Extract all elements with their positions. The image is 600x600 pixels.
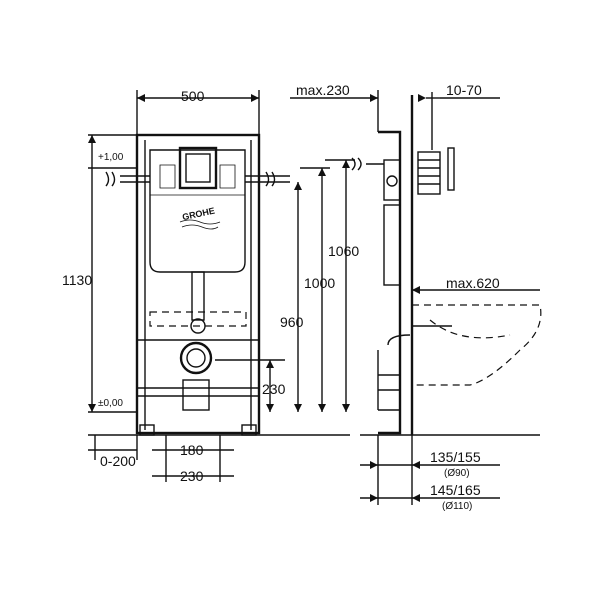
arrow-960	[294, 182, 302, 190]
cistern-mounts	[159, 164, 236, 189]
arrow-500-r	[251, 94, 259, 102]
arrow-max230	[370, 94, 378, 102]
label-230-bottom: 230	[180, 468, 204, 484]
side-valve	[386, 175, 398, 187]
logo-wave	[179, 219, 221, 225]
arrow-230	[266, 360, 274, 368]
label-1130: 1130	[62, 272, 92, 288]
flush-pipe	[191, 271, 205, 321]
wc-pan-inner	[429, 319, 511, 339]
side-waste-joints	[378, 374, 400, 391]
arrow-max620	[412, 286, 420, 294]
arrow-135	[370, 461, 378, 469]
frame-outline	[135, 133, 261, 435]
side-supply	[351, 157, 384, 171]
arrow-1000	[318, 168, 326, 176]
waste-outlet	[179, 341, 213, 375]
wc-pan-outline	[412, 304, 542, 386]
label-230: 230	[262, 381, 286, 397]
label-135-155: 135/155	[430, 449, 481, 465]
side-waste-pipe	[377, 350, 401, 411]
label-dia90: (Ø90)	[444, 468, 470, 479]
label-180: 180	[180, 442, 204, 458]
label-zero: ±0,00	[98, 398, 123, 409]
arrow-1130-bottom	[88, 404, 96, 412]
arrow-960-b	[294, 404, 302, 412]
arrow-1000-b	[318, 404, 326, 412]
supply-pipe-left	[120, 175, 150, 183]
flush-plate	[178, 146, 218, 190]
arrow-10-70	[418, 94, 426, 102]
label-500: 500	[181, 88, 205, 104]
label-960: 960	[280, 314, 304, 330]
side-bend	[387, 334, 411, 346]
arrow-145	[370, 494, 378, 502]
logo-text: GROHE	[181, 206, 215, 223]
flush-box	[417, 151, 441, 195]
dimension-labels: 500 max.230 10-70 +1,00 1130 1060 1000 9…	[62, 82, 500, 512]
logo-wave-2	[181, 224, 219, 230]
side-cistern	[383, 204, 401, 286]
front-view: GROHE	[88, 90, 355, 482]
grohe-logo: GROHE	[179, 206, 221, 230]
supply-break-left	[105, 171, 116, 187]
arrow-230-b	[266, 404, 274, 412]
label-max620: max.620	[446, 275, 500, 291]
arrow-1060-b	[342, 404, 350, 412]
label-max230: max.230	[296, 82, 350, 98]
side-view	[290, 90, 542, 505]
label-0-200: 0-200	[100, 453, 136, 469]
bowl-outline	[149, 311, 247, 327]
flush-plate-side	[447, 147, 455, 191]
arrow-1060	[342, 160, 350, 168]
label-10-70: 10-70	[446, 82, 482, 98]
side-cistern-top	[383, 159, 401, 201]
label-1000: 1000	[304, 275, 335, 291]
label-dia110: (Ø110)	[442, 501, 472, 512]
arrow-145-r	[412, 494, 420, 502]
arrow-500-l	[137, 94, 145, 102]
foot-left	[139, 424, 155, 436]
waste-outlet-inner	[186, 348, 206, 368]
label-1060: 1060	[328, 243, 359, 259]
waste-bend	[182, 379, 210, 411]
arrow-135-r	[412, 461, 420, 469]
arrow-1130-top	[88, 135, 96, 143]
label-plus100: +1,00	[98, 152, 124, 163]
label-145-165: 145/165	[430, 482, 481, 498]
cistern	[149, 149, 246, 273]
foot-right	[241, 424, 257, 436]
supply-break-right	[265, 171, 276, 187]
flush-plate-inner	[185, 153, 211, 183]
